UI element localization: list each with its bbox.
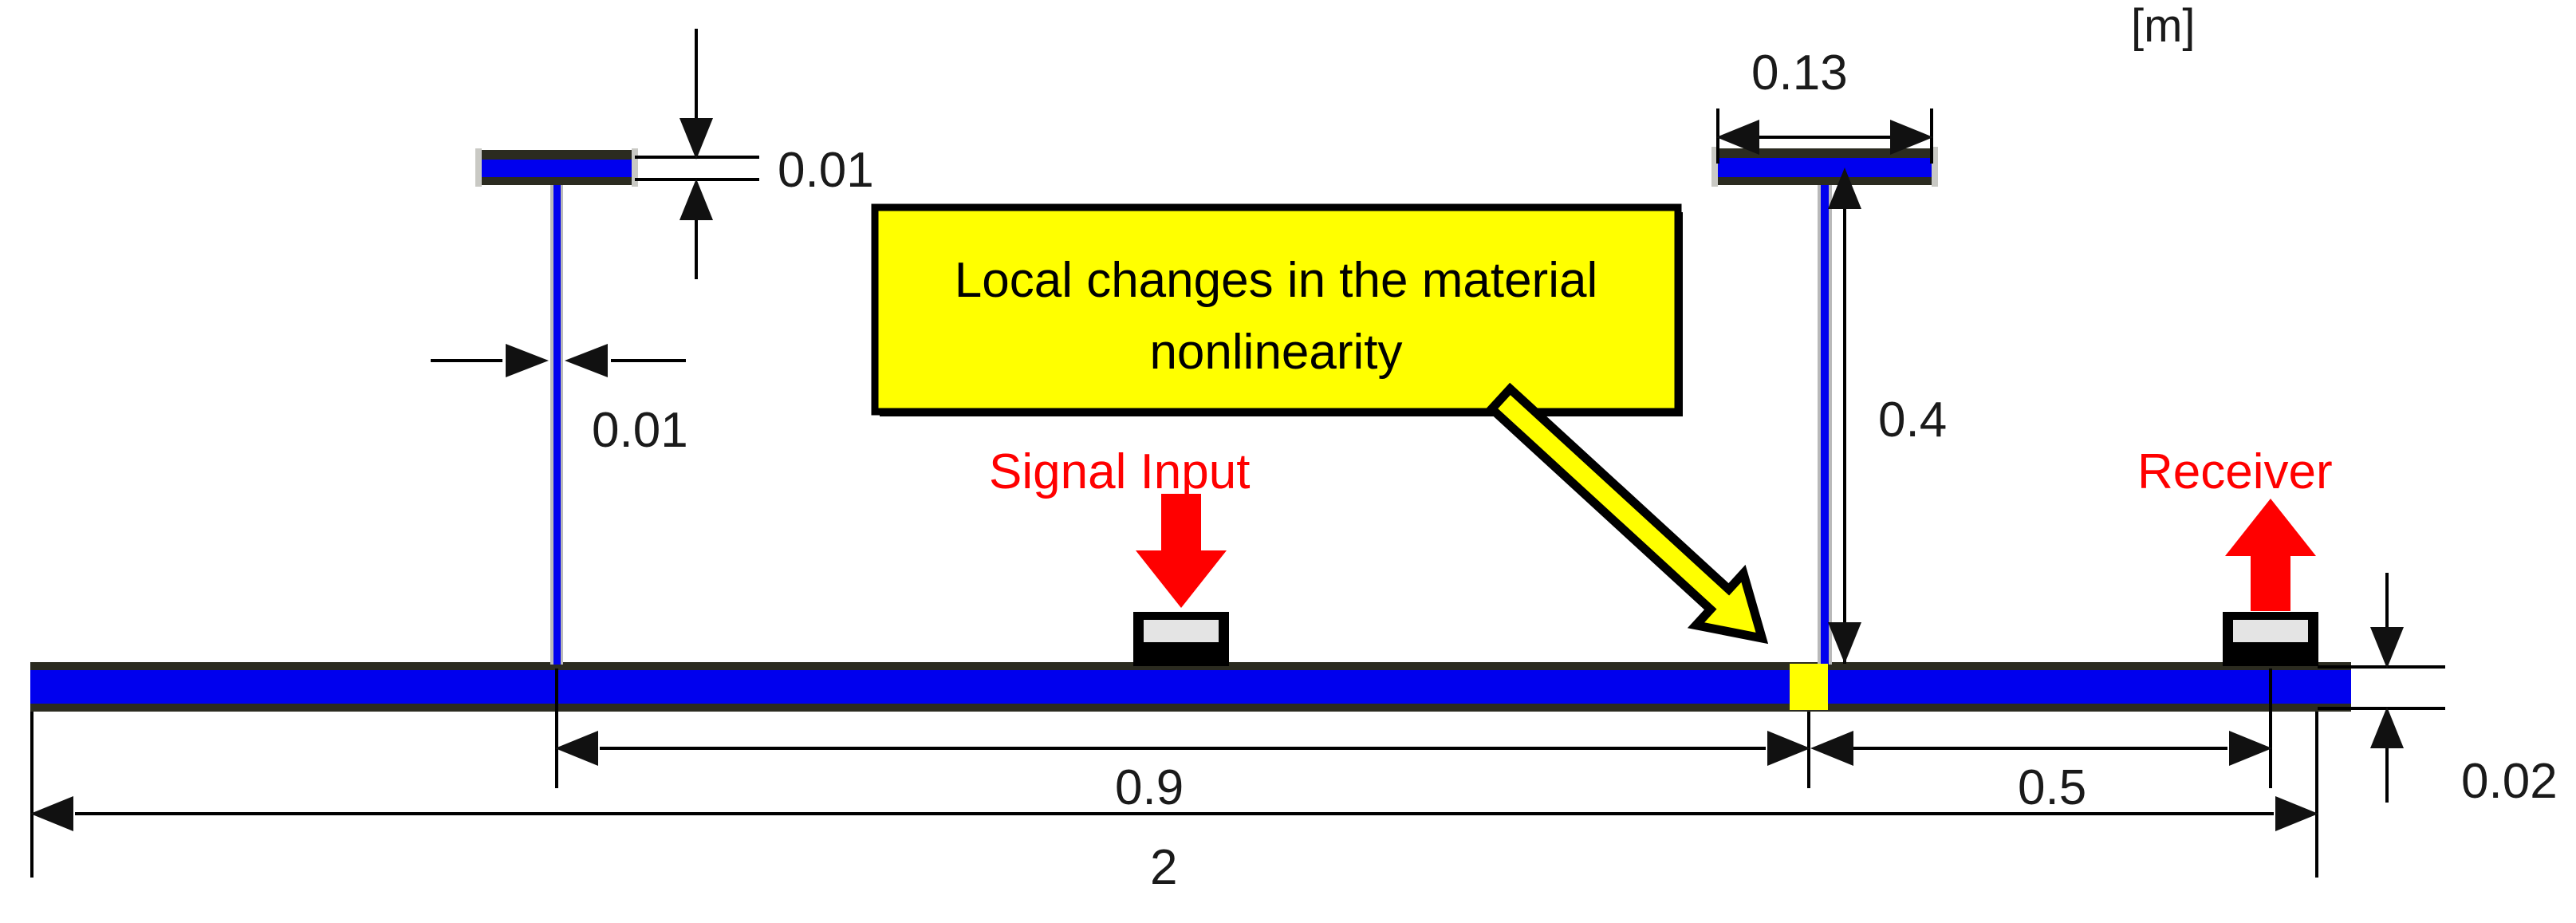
dim-label-beam-thickness: 0.02: [2461, 754, 2558, 809]
main-beam: [30, 662, 2351, 712]
receiver-transducer: [2223, 612, 2318, 666]
signal-input-transducer: [1133, 612, 1229, 666]
right-stiffener: [1711, 147, 1938, 665]
callout-line-2: nonlinearity: [1149, 325, 1402, 380]
dim-label-distance-input-to-defect: 0.9: [1115, 760, 1184, 815]
dim-label-distance-defect-to-receiver: 0.5: [2018, 760, 2086, 815]
dim-beam-thickness: 0.02: [2318, 573, 2558, 809]
dim-label-total-length: 2: [1150, 840, 1177, 895]
receiver-arrow-icon: [2225, 499, 2316, 611]
dim-distance-input-to-defect: 0.9: [555, 669, 1810, 815]
dim-label-flange-thickness-left: 0.01: [778, 143, 874, 198]
left-stiffener: [475, 148, 638, 665]
callout-line-1: Local changes in the material: [955, 253, 1597, 308]
dim-label-flange-width-right: 0.13: [1751, 45, 1848, 101]
unit-label: [m]: [2131, 0, 2196, 52]
dim-web-thickness-left: 0.01: [431, 344, 688, 458]
dim-distance-defect-to-receiver: 0.5: [1810, 669, 2272, 815]
dim-total-length: 2: [30, 712, 2318, 895]
dim-label-web-thickness-left: 0.01: [592, 403, 688, 458]
signal-input-label: Signal Input: [989, 444, 1250, 499]
dim-flange-width-right: 0.13: [1716, 45, 1933, 164]
material-nonlinearity-defect: [1790, 664, 1828, 710]
dim-stiffener-height-right: 0.4: [1828, 168, 1947, 664]
dim-label-stiffener-height-right: 0.4: [1878, 392, 1947, 448]
receiver-label: Receiver: [2137, 444, 2333, 499]
dim-flange-thickness-left: 0.01: [635, 29, 874, 279]
signal-input-arrow-icon: [1136, 494, 1227, 608]
callout-box: [871, 203, 1683, 416]
callout-arrow: [1485, 382, 1769, 645]
